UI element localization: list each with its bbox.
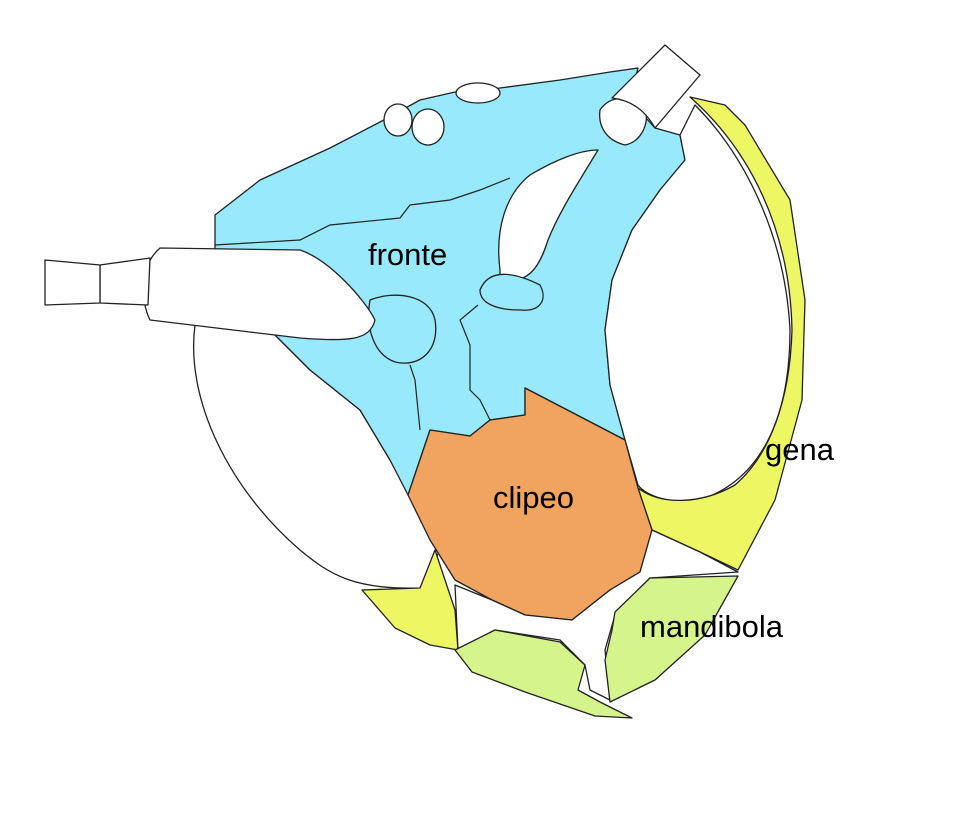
ocellus-left	[383, 103, 413, 137]
ocellus-right	[411, 108, 445, 146]
frons-suture	[214, 177, 511, 431]
antenna-left-flagellum	[44, 259, 101, 306]
mandibola-left	[454, 629, 633, 719]
label-gena: gena	[765, 432, 835, 467]
label-fronte: fronte	[368, 237, 447, 272]
frons-inner-lobe-2	[479, 273, 544, 311]
antenna-left-pedicel	[99, 257, 151, 306]
mandibola-right	[604, 575, 739, 703]
compound-eye	[604, 104, 791, 502]
frons-socket	[368, 294, 437, 364]
ocellus-median	[455, 82, 501, 104]
label-mandibola: mandibola	[640, 609, 784, 644]
frons-inner-lobe	[498, 149, 599, 282]
antenna-right-shaft	[611, 44, 701, 129]
label-clipeo: clipeo	[493, 480, 574, 515]
